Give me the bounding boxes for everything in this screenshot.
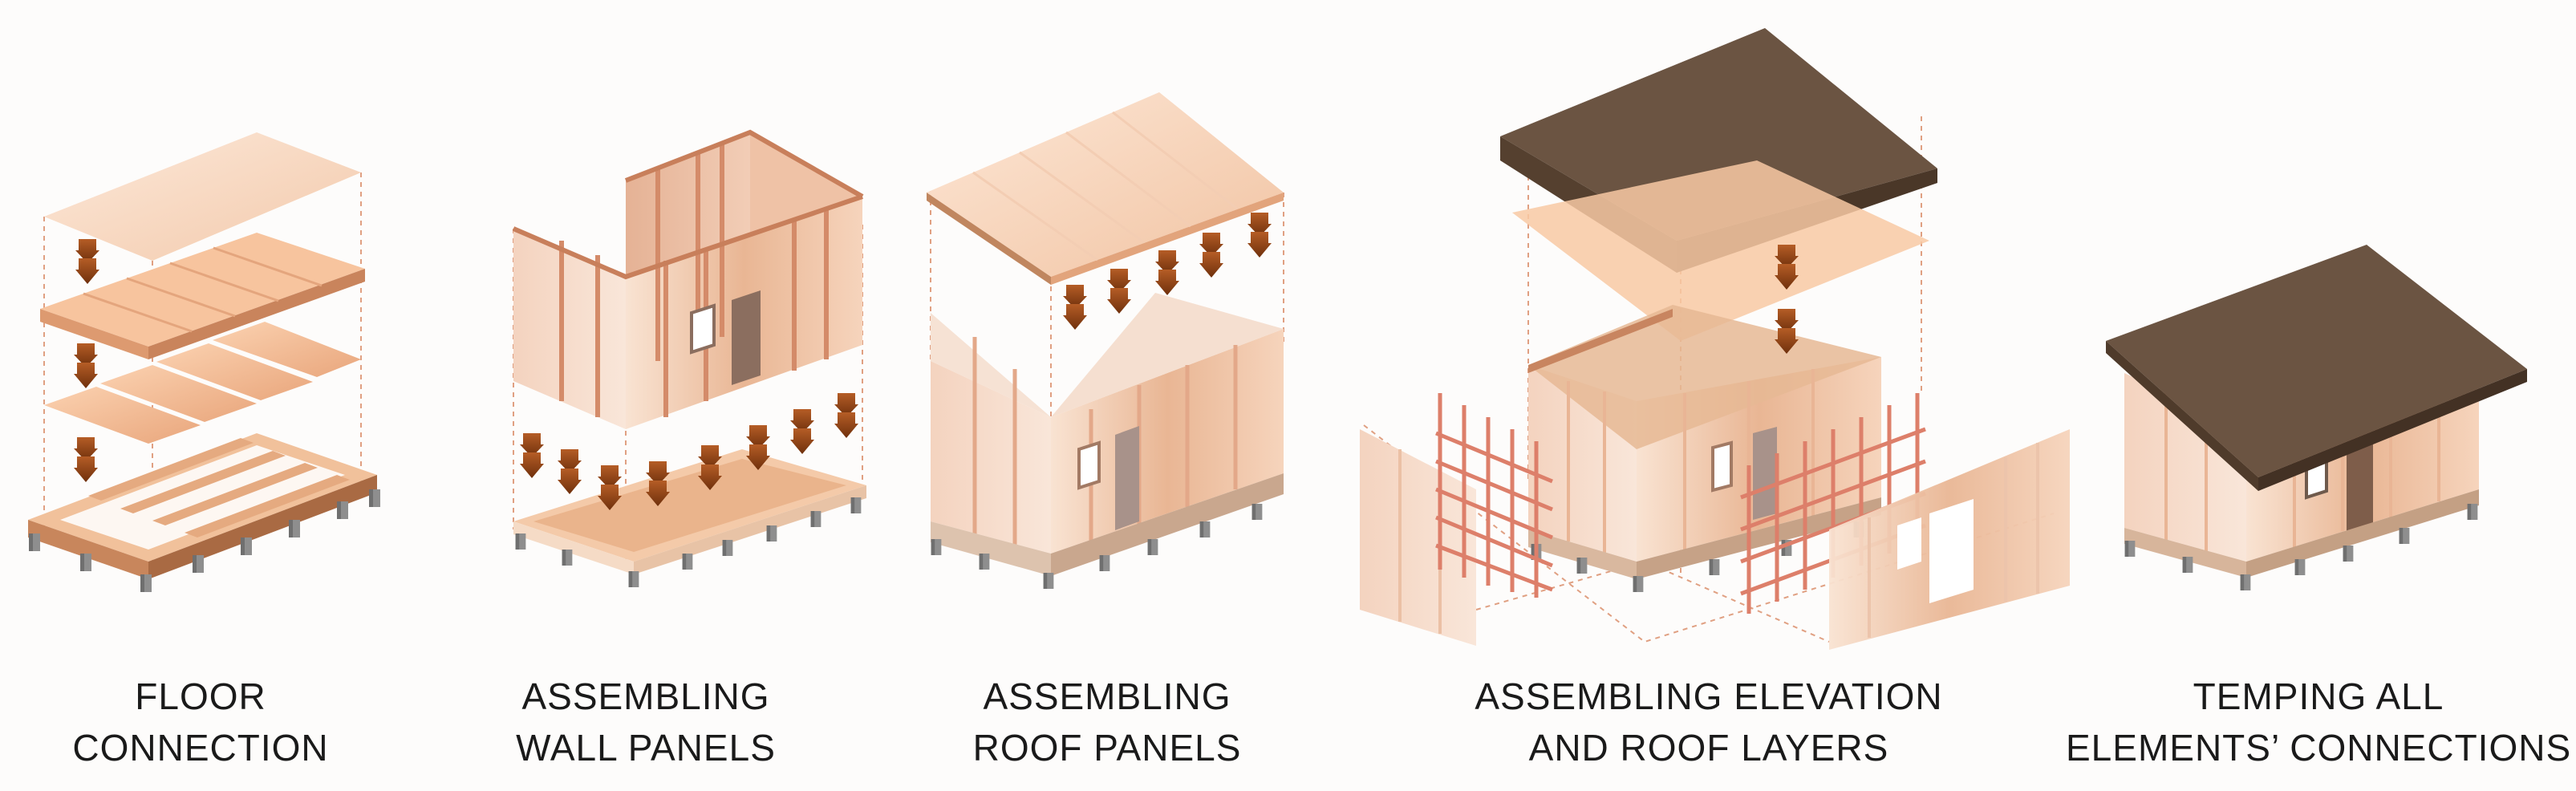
door (1753, 427, 1777, 520)
elevation-panel-left (1360, 429, 1476, 646)
caption-assembling-elevation-roof-layers: ASSEMBLING ELEVATION AND ROOF LAYERS (1436, 671, 1982, 773)
roof-step-wall-right (1051, 329, 1284, 554)
caption-line: ASSEMBLING (521, 675, 770, 717)
window (1711, 440, 1733, 493)
caption-line: ROOF PANELS (972, 727, 1242, 769)
caption-assembling-roof-panels: ASSEMBLING ROOF PANELS (951, 671, 1264, 773)
roof-sheet-layer (1512, 160, 1929, 341)
floor-plank-layer (40, 233, 365, 359)
caption-line: ASSEMBLING ELEVATION (1475, 675, 1943, 717)
roof-sheet (927, 92, 1284, 277)
down-arrow-icon (74, 239, 99, 482)
roof-step-wall-left (931, 361, 1051, 554)
door (2347, 441, 2373, 533)
elevation-roof-layers-illustration (1360, 28, 2070, 650)
caption-line: FLOOR (135, 675, 266, 717)
caption-assembling-wall-panels: ASSEMBLING WALL PANELS (489, 671, 802, 773)
panel-door-opening (1929, 499, 1974, 603)
panel-window-opening (1897, 517, 1921, 570)
caption-line: ELEMENTS’ CONNECTIONS (2066, 727, 2572, 769)
caption-line: CONNECTION (72, 727, 329, 769)
rebar-mesh-left (1435, 393, 1553, 598)
finished-house-illustration (2106, 245, 2527, 590)
floor-frame (28, 433, 377, 579)
floor-board-layer (44, 322, 361, 444)
floor-connection-illustration (28, 132, 380, 592)
caption-line: WALL PANELS (516, 727, 776, 769)
caption-temping-all-connections: TEMPING ALL ELEMENTS’ CONNECTIONS (2066, 671, 2571, 773)
door (1115, 426, 1139, 530)
caption-line: AND ROOF LAYERS (1528, 727, 1889, 769)
wall-panels-illustration (512, 129, 866, 587)
roof-panels-illustration (927, 92, 1284, 589)
caption-floor-connection: FLOOR CONNECTION (48, 671, 353, 773)
wall-base-platform (513, 449, 866, 574)
window (1077, 440, 1101, 490)
floor-top-sheet (44, 132, 361, 261)
wall-front-left (513, 229, 626, 429)
caption-line: TEMPING ALL (2193, 675, 2444, 717)
caption-line: ASSEMBLING (983, 675, 1231, 717)
door (732, 290, 761, 385)
finished-roof (2106, 245, 2527, 491)
window (690, 303, 716, 355)
